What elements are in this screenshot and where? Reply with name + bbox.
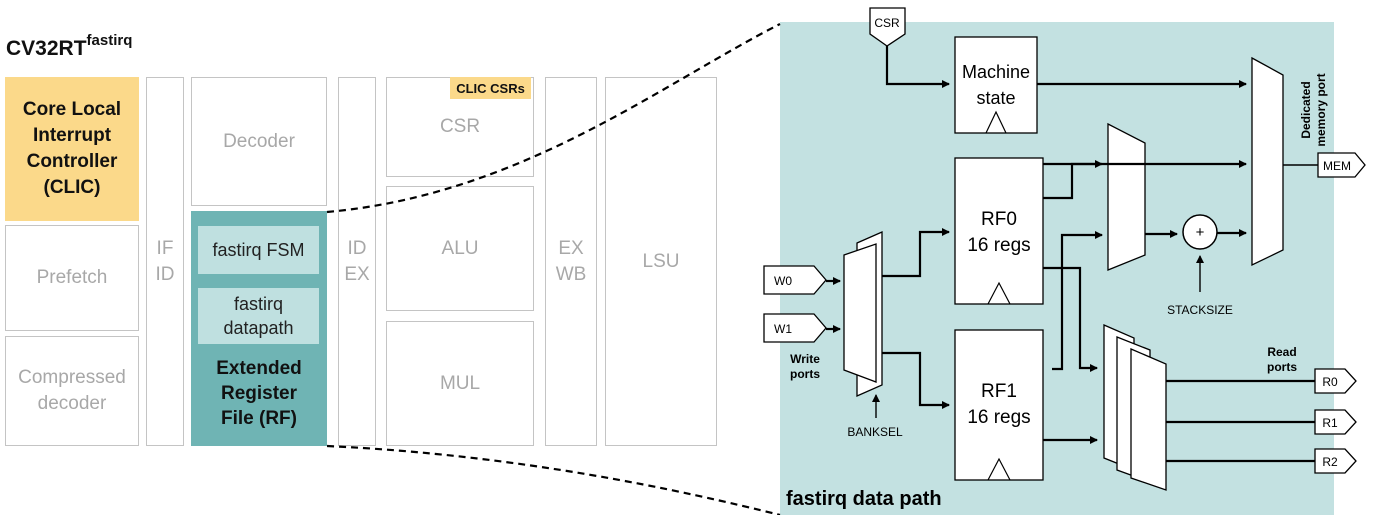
rf1-line1: RF1: [981, 381, 1017, 402]
r0-label: R0: [1322, 375, 1338, 389]
zoom-line-top: [326, 23, 781, 214]
machine-state-line2: state: [976, 88, 1015, 108]
dedicated-line1: Dedicated: [1299, 81, 1313, 138]
machine-state-line1: Machine: [962, 62, 1030, 82]
title-superscript: fastirq: [86, 32, 133, 49]
decoder-block: Decoder: [191, 77, 327, 206]
rf1-block: [954, 329, 1044, 481]
w0-label: W0: [774, 274, 792, 288]
write-demux-front: [843, 243, 877, 383]
zoom-line-bottom: [326, 444, 781, 515]
read-ports-line1: Read: [1267, 345, 1296, 359]
prefetch-block: Prefetch: [5, 225, 139, 331]
clic-block: Core Local Interrupt Controller (CLIC): [5, 77, 139, 221]
r1-port-shape: [1314, 409, 1357, 435]
banksel-label: BANKSEL: [847, 425, 903, 439]
rf0-line1: RF0: [981, 209, 1017, 230]
csr-port-shape: [869, 7, 906, 47]
diagram-title: CV32RTfastirq: [6, 32, 133, 61]
w1-port-shape: [763, 313, 827, 343]
extended-register-file-block: fastirq FSM fastirq datapath Extended Re…: [191, 211, 327, 446]
id-ex-register: ID EX: [338, 77, 376, 446]
read-ports-line2: ports: [1267, 360, 1297, 374]
rf-label: Extended Register File (RF): [216, 358, 302, 429]
rf0-block: [954, 157, 1044, 305]
write-ports-line1: Write: [790, 352, 820, 366]
clic-csrs-tag: CLIC CSRs: [450, 77, 531, 99]
alu-block: ALU: [386, 186, 534, 311]
stacksize-label: STACKSIZE: [1167, 303, 1233, 317]
csr-label: CSR: [439, 116, 481, 137]
r2-port-shape: [1314, 448, 1357, 474]
r2-label: R2: [1322, 455, 1338, 469]
fastirq-datapath-block: fastirq datapath: [198, 288, 319, 344]
r0-port-shape: [1314, 368, 1357, 394]
title-main: CV32RT: [6, 37, 87, 60]
rf0-line2: 16 regs: [967, 235, 1030, 256]
mul-block: MUL: [386, 321, 534, 446]
read-mux-r0: [1130, 348, 1167, 491]
mem-label: MEM: [1323, 159, 1351, 173]
rf1-line2: 16 regs: [967, 407, 1030, 428]
stack-mux: [1107, 122, 1146, 271]
rf1-clock-icon: [987, 457, 1011, 481]
rf0-clock-icon: [987, 281, 1011, 305]
w0-port-shape: [763, 265, 827, 295]
machine-state-clock-icon: [985, 110, 1007, 134]
mem-port-shape: [1317, 152, 1366, 178]
r1-label: R1: [1322, 416, 1338, 430]
dedicated-line2: memory port: [1314, 73, 1328, 146]
write-ports-line2: ports: [790, 367, 820, 381]
w1-label: W1: [774, 322, 792, 336]
compressed-decoder-block: Compressed decoder: [5, 336, 139, 446]
memory-port-mux: [1251, 56, 1284, 267]
fastirq-fsm-block: fastirq FSM: [198, 226, 319, 274]
csr-port-label: CSR: [874, 16, 900, 30]
machine-state-block: [954, 36, 1038, 134]
panel-title: fastirq data path: [786, 488, 942, 510]
if-id-register: IF ID: [146, 77, 184, 446]
lsu-block: LSU: [605, 77, 717, 446]
adder-label: +: [1196, 224, 1205, 241]
